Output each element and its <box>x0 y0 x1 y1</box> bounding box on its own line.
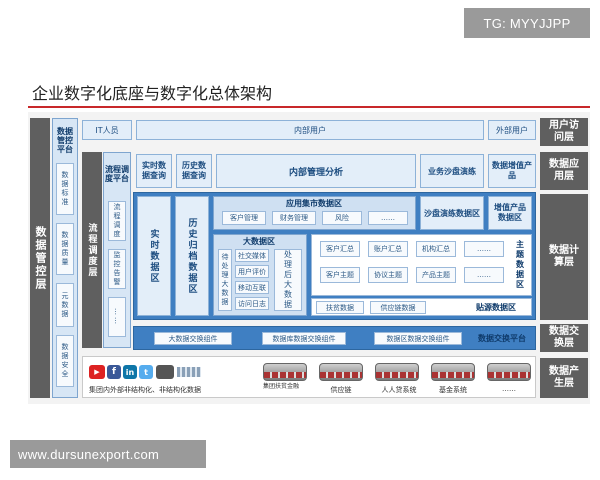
flow-schedule-layer: 流程调度层 <box>82 152 102 348</box>
flow-schedule-platform-label: 流程调度平台 <box>105 165 129 183</box>
database-icon-5 <box>487 363 531 381</box>
app-mart-label: 应用集市数据区 <box>286 198 342 208</box>
watermark-top: TG: MYYJJPP <box>464 8 590 38</box>
flow-schedule-layer-label: 流程调度层 <box>86 222 97 278</box>
mgmt-item-metadata: 元数据 <box>56 283 74 327</box>
theme-item-more-1: …… <box>464 241 504 257</box>
database-icon-4 <box>431 363 475 381</box>
theme-item-more-2: …… <box>464 267 504 283</box>
external-data-caption: 集团内外部非结构化、非结构化数据 <box>89 386 201 394</box>
mgmt-item-security: 数据安全 <box>56 335 74 387</box>
history-query-box: 历史数据查询 <box>176 154 212 188</box>
processed-bigdata: 处理后大数据 <box>274 249 302 311</box>
title-rule <box>28 106 590 108</box>
theme-item-customer-sum: 客户汇总 <box>320 241 360 257</box>
linkedin-icon: in <box>123 365 137 379</box>
business-sandbox-box: 业务沙盘演练 <box>420 154 484 188</box>
source-item-poverty: 扶贫数据 <box>316 301 364 314</box>
youtube-icon: ▶ <box>89 365 105 379</box>
page-title: 企业数字化底座与数字化总体架构 <box>32 84 273 103</box>
source-data-area-label: 贴源数据区 <box>476 303 516 312</box>
bigdata-area: 大数据区 待处理大数据 社交媒体 用户评价 移动互联 访问日志 处理后大数据 <box>213 234 307 316</box>
camera-icon <box>156 365 174 379</box>
system-poverty-finance: 集团扶贫金融 <box>263 383 300 390</box>
mart-item-finance: 财务管理 <box>272 211 316 225</box>
exchange-platform-label: 数据交换平台 <box>478 334 526 343</box>
theme-item-agreement: 协议主题 <box>368 267 408 283</box>
data-mgmt-layer-label: 数据管控层 <box>34 225 47 291</box>
sandbox-data-area: 沙盘演练数据区 <box>420 196 484 230</box>
database-icon-3 <box>375 363 419 381</box>
theme-item-customer: 客户主题 <box>320 267 360 283</box>
data-mgmt-platform-panel: 数据管控平台 数据标准 数据质量 元数据 数据安全 <box>52 118 78 398</box>
layer-data-application: 数据应用层 <box>540 152 588 190</box>
internal-analysis-box: 内部管理分析 <box>216 154 416 188</box>
layer-data-produce: 数据产生层 <box>540 358 588 398</box>
watermark-bottom: www.dursunexport.com <box>10 440 206 468</box>
flow-schedule-platform-panel: 流程调度平台 流程调度 监控告警 …… <box>103 152 131 348</box>
theme-item-product: 产品主题 <box>416 267 456 283</box>
exchange-db-component: 数据库数据交换组件 <box>262 332 346 345</box>
source-item-supply-chain: 供应链数据 <box>370 301 426 314</box>
realtime-query-box: 实时数据查询 <box>136 154 172 188</box>
theme-item-org-sum: 机构汇总 <box>416 241 456 257</box>
exchange-platform: 大数据交换组件 数据库数据交换组件 数据区数据交换组件 数据交换平台 <box>133 326 536 350</box>
produce-area: ▶ f in t 集团内外部非结构化、非结构化数据 集团扶贫金融 供应链 人人贷… <box>82 356 536 398</box>
flow-item-schedule: 流程调度 <box>108 201 126 241</box>
mart-item-risk: 风险 <box>322 211 362 225</box>
system-more: …… <box>502 385 516 393</box>
database-icon-2 <box>319 363 363 381</box>
exchange-zone-component: 数据区数据交换组件 <box>374 332 462 345</box>
external-users-box: 外部用户 <box>488 120 536 140</box>
pending-bigdata: 待处理大数据 <box>218 249 232 311</box>
flow-item-monitor: 监控告警 <box>108 249 126 289</box>
theme-item-account-sum: 账户汇总 <box>368 241 408 257</box>
layer-data-compute: 数据计算层 <box>540 194 588 320</box>
value-product-data-area: 增值产品数据区 <box>488 196 532 230</box>
layer-user-access: 用户访问层 <box>540 118 588 146</box>
bigdata-item-logs: 访问日志 <box>235 297 269 310</box>
app-mart-area: 应用集市数据区 客户管理 财务管理 风险 …… <box>213 196 416 230</box>
realtime-data-area: 实时数据区 <box>137 196 171 316</box>
bigdata-label: 大数据区 <box>243 236 275 246</box>
layer-data-exchange: 数据交换层 <box>540 324 588 352</box>
bigdata-item-reviews: 用户评价 <box>235 265 269 278</box>
flow-item-more: …… <box>108 297 126 337</box>
theme-data-area: 客户汇总 账户汇总 机构汇总 …… 客户主题 协议主题 产品主题 …… 主题数据… <box>311 234 532 296</box>
history-archive-area: 历史归档数据区 <box>175 196 209 316</box>
internal-users-box: 内部用户 <box>136 120 484 140</box>
facebook-icon: f <box>107 365 121 379</box>
mgmt-item-quality: 数据质量 <box>56 223 74 275</box>
mgmt-item-standard: 数据标准 <box>56 163 74 215</box>
exchange-bigdata-component: 大数据交换组件 <box>154 332 232 345</box>
it-staff-box: IT人员 <box>82 120 132 140</box>
bigdata-item-social: 社交媒体 <box>235 249 269 262</box>
system-supply-chain: 供应链 <box>330 386 352 394</box>
data-mgmt-platform-label: 数据管控平台 <box>57 126 73 154</box>
bigdata-item-mobile: 移动互联 <box>235 281 269 294</box>
theme-data-area-label: 主题数据区 <box>515 240 525 290</box>
source-data-area: 扶贫数据 供应链数据 贴源数据区 <box>311 298 532 316</box>
twitter-icon: t <box>139 365 153 379</box>
value-added-products-box: 数据增值产品 <box>488 154 536 188</box>
system-fund: 基金系统 <box>439 386 467 394</box>
database-icon-1 <box>263 363 307 381</box>
mart-item-customer: 客户管理 <box>222 211 266 225</box>
data-stream-graphic <box>177 367 201 377</box>
data-mgmt-layer: 数据管控层 <box>30 118 50 398</box>
mart-item-more: …… <box>368 211 408 225</box>
system-p2p: 人人贷系统 <box>381 386 417 394</box>
